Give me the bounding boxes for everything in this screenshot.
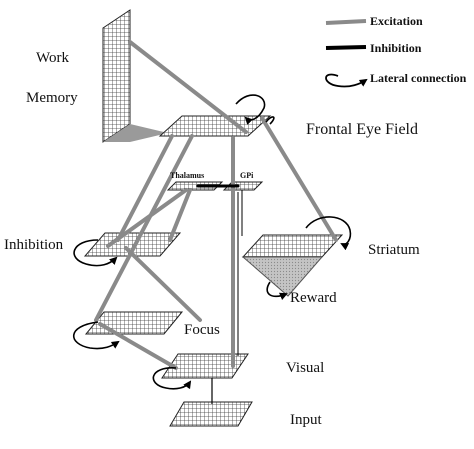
legend-excitation-line <box>325 19 367 25</box>
thalamus-layer <box>166 181 224 191</box>
work-memory-base <box>103 124 168 142</box>
excitation-connections <box>94 40 338 370</box>
focus-label: Focus <box>184 322 220 338</box>
lateral-focus <box>72 321 120 350</box>
excitation-fef-striatum <box>260 116 338 242</box>
reward-cone <box>241 256 324 297</box>
excitation-fef-inhibition <box>116 134 174 242</box>
gpi-label: GPi <box>240 171 254 180</box>
excitation-thalamus-inhibition <box>106 188 188 248</box>
lateral-fef <box>235 94 266 126</box>
work-memory-layer <box>102 9 131 143</box>
legend-inhibition-line <box>325 45 367 50</box>
input-layer <box>169 401 253 427</box>
lateral-connections <box>72 94 352 390</box>
legend-excitation-label: Excitation <box>370 14 423 28</box>
lateral-reward <box>266 281 288 301</box>
lateral-striatum <box>305 216 352 251</box>
striatum-layer <box>241 234 344 258</box>
inhibition-layer <box>83 232 182 257</box>
input-label: Input <box>290 412 322 428</box>
lateral-visual <box>152 367 192 390</box>
legend: Excitation Inhibition Lateral connection <box>325 14 467 88</box>
lateral-fef-right <box>265 116 275 125</box>
legend-inhibition-label: Inhibition <box>370 41 422 55</box>
legend-lateral-arrow <box>325 73 368 88</box>
thalamus-label: Thalamus <box>170 171 204 180</box>
work-memory-label-2: Memory <box>26 90 78 106</box>
visual-label: Visual <box>286 360 324 376</box>
visual-layer <box>161 353 249 379</box>
excitation-inhibition-focus <box>124 246 202 322</box>
work-memory-label-1: Work <box>36 50 69 66</box>
legend-lateral-label: Lateral connection <box>370 71 467 85</box>
excitation-thalamus-inhibition-2 <box>168 188 192 242</box>
excitation-wm-fef <box>128 40 248 134</box>
excitation-focus-visual <box>98 322 178 370</box>
reward-label: Reward <box>290 290 337 306</box>
inhibition-label: Inhibition <box>4 237 64 253</box>
frontal-eye-field-label: Frontal Eye Field <box>306 121 418 138</box>
excitation-fef-focus <box>94 134 194 322</box>
striatum-label: Striatum <box>368 242 420 258</box>
lateral-inhibition <box>73 239 118 267</box>
